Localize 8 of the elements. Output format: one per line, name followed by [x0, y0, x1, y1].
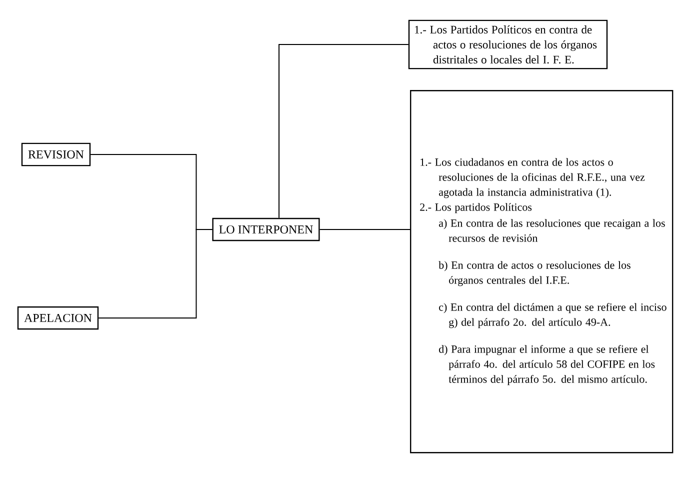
- label-box: REVISION: [21, 142, 91, 166]
- text-box: 1.- Los Partidos Políticos en contra de actos o resoluciones de los órganos distritales o locales del I. F. E.: [408, 20, 608, 70]
- connector-line: [98, 229, 213, 318]
- connector-line: [278, 44, 409, 218]
- label-box: LO INTERPONEN: [212, 218, 320, 242]
- text-box: 1.- Los ciudadanos en contra de los actos o resoluciones de la oficinas del R.F.E., una vez agotada la instancia administrativa (1). 2.- Los partidos Políticos a) En contra de las resoluciones que recaigan a los recursos de revisión b) En contra de actos o resoluciones de los órganos centrales del I.F.E. c) En contra del dictámen a que se refiere el inciso g) del párrafo 2o. del artículo 49-A. d) Para impugnar el informe a que se refiere el párrafo 4o. del artículo 58 del COFIPE en los términos del párrafo 5o. del mismo artículo.: [410, 90, 674, 454]
- label-box: APELACION: [17, 306, 99, 330]
- connector-line: [319, 229, 410, 230]
